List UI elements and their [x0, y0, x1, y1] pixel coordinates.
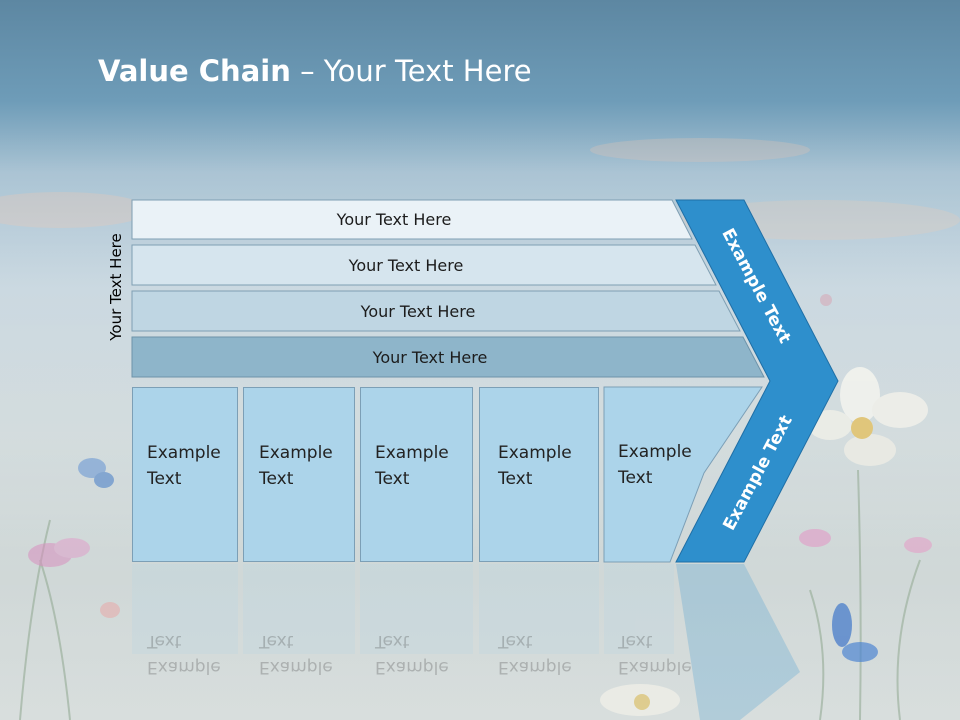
support-bar-3-shape [131, 290, 741, 332]
support-bar-1: Your Text Here [132, 200, 692, 238]
title-rest: – Your Text Here [290, 54, 532, 88]
support-bar-1-label: Your Text Here [336, 209, 452, 229]
support-bar-4: Your Text Here [132, 338, 764, 376]
primary-box-3-line2: Text [375, 469, 410, 489]
title-bold: Value Chain [98, 54, 291, 88]
support-bar-3-label: Your Text Here [360, 301, 476, 321]
primary-box-5-shape [603, 386, 763, 563]
chevron-reflection [676, 564, 800, 720]
primary-box-1-line2: Text [147, 469, 182, 489]
primary-box-5-line1: Example [618, 442, 692, 462]
primary-box-3-line1: Example [375, 443, 449, 463]
support-bar-4-label: Your Text Here [372, 347, 488, 367]
primary-box-4-line2: Text [498, 469, 533, 489]
primary-box-1-line1: Example [147, 443, 221, 463]
primary-box-4-line1: Example [498, 443, 572, 463]
chevron-arrow-shape [675, 199, 839, 563]
support-bar-3: Your Text Here [132, 292, 740, 330]
primary-box-5-line2: Text [618, 468, 653, 488]
support-bar-2-shape [131, 244, 717, 286]
page-title: Value Chain – Your Text Here [98, 54, 532, 88]
support-bar-1-shape [131, 199, 693, 240]
support-bar-2-label: Your Text Here [348, 255, 464, 275]
support-bar-4-shape [131, 336, 765, 378]
primary-box-2-line1: Example [259, 443, 333, 463]
primary-box-2-line2: Text [259, 469, 294, 489]
support-bar-2: Your Text Here [132, 246, 716, 284]
